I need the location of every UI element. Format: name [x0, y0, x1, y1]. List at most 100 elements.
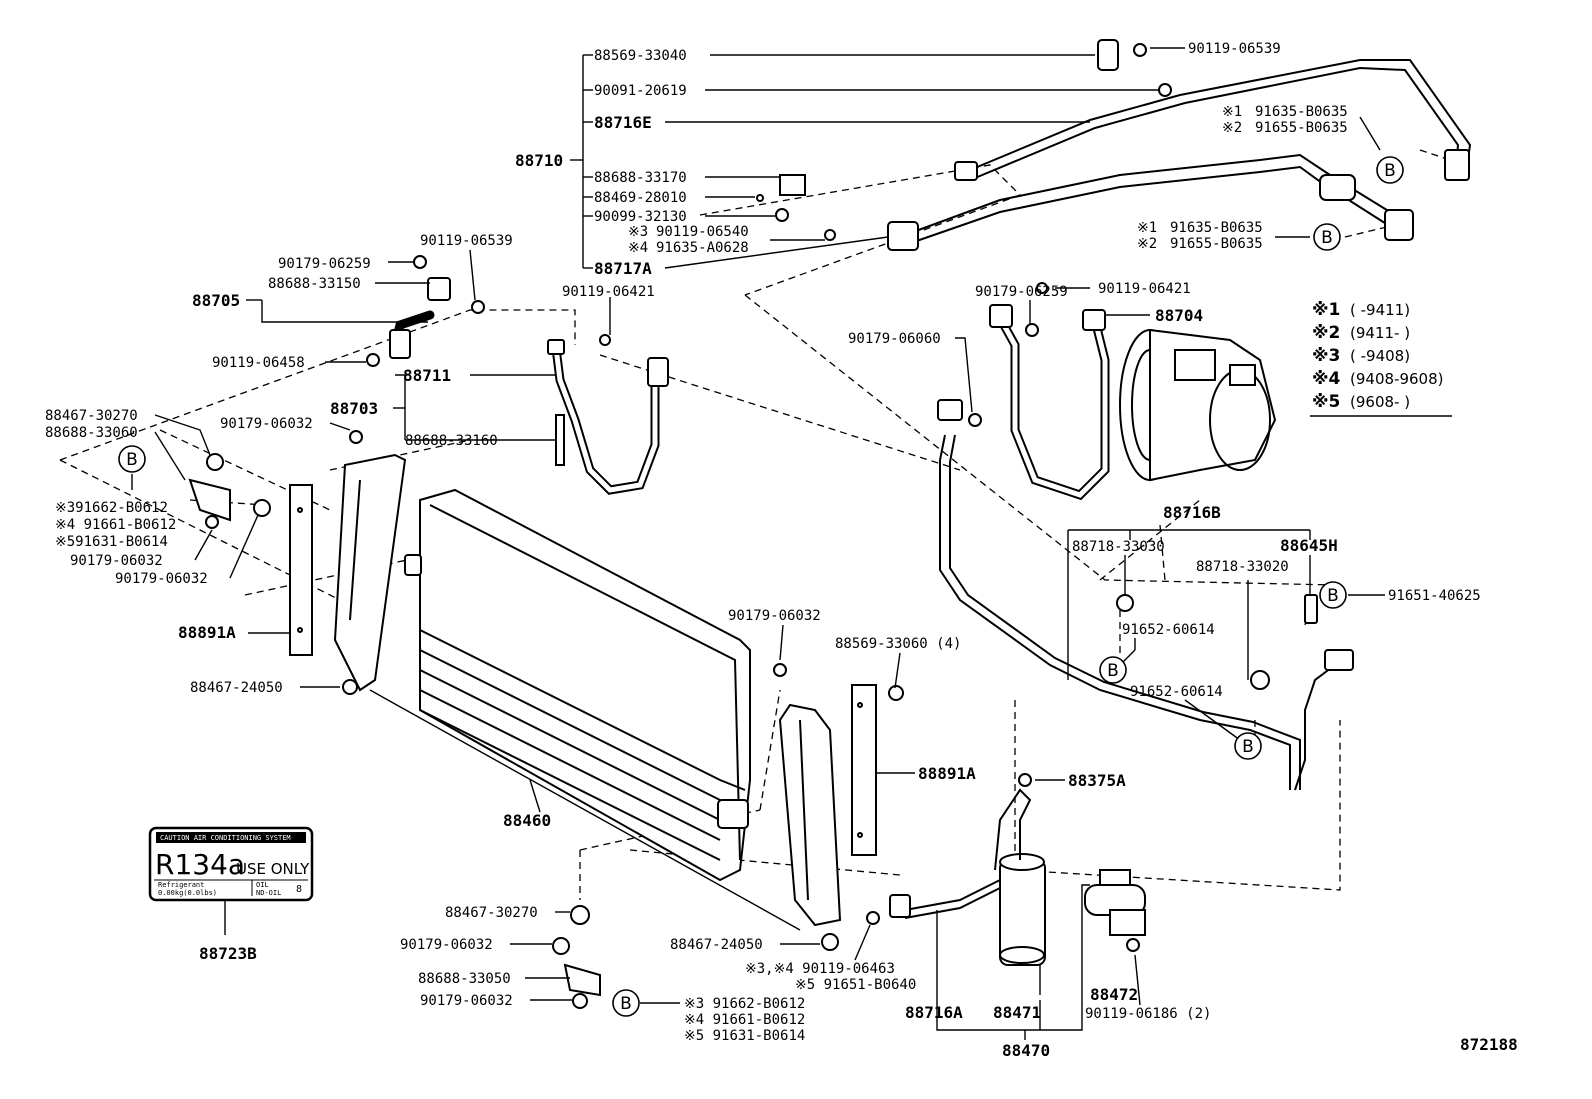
condenser — [404, 488, 751, 882]
callout-b-right: B — [1313, 223, 1341, 251]
label-88467-30270-bot: 88467-30270 — [445, 905, 538, 921]
legend-range-2: (9411- ) — [1350, 324, 1410, 342]
legend-range-1: ( -9411) — [1350, 301, 1410, 319]
left-bracket — [289, 453, 407, 692]
svg-text:B: B — [1384, 161, 1396, 181]
legend-mark-3: ※3 — [1312, 346, 1340, 366]
label-88471: 88471 — [993, 1003, 1041, 1022]
label-91651-40625: 91651-40625 — [1388, 588, 1481, 604]
label-88718-33020: 88718-33020 — [1196, 559, 1289, 575]
label-88705: 88705 — [192, 291, 240, 310]
right-bracket — [778, 684, 877, 927]
label-mark-1b: ※1 — [1137, 220, 1157, 236]
label-88688-33160: 88688-33160 — [405, 433, 498, 449]
label-88645H: 88645H — [1280, 536, 1338, 555]
label-90119-06540: 90119-06540 — [656, 224, 749, 240]
label-88688-33150: 88688-33150 — [268, 276, 361, 292]
label-90179-06032-c: 90179-06032 — [115, 571, 208, 587]
label-91631-B0614-bot: ※5 91631-B0614 — [684, 1028, 805, 1044]
label-91631-B0614-top: ※591631-B0614 — [55, 534, 168, 550]
label-90091-20619: 90091-20619 — [594, 83, 687, 99]
label-91655-B0635-b: 91655-B0635 — [1170, 236, 1263, 252]
label-mark-2b: ※2 — [1137, 236, 1157, 252]
bracket-88472 — [1084, 869, 1146, 936]
label-88569-33060: 88569-33060 (4) — [835, 636, 961, 652]
label-90179-06060: 90179-06060 — [848, 331, 941, 347]
label-88718-33030: 88718-33030 — [1072, 539, 1165, 555]
label-88469-28010: 88469-28010 — [594, 190, 687, 206]
label-88569-33040: 88569-33040 — [594, 48, 687, 64]
label-88472: 88472 — [1090, 985, 1138, 1004]
pipe-88705 — [389, 255, 451, 359]
label-88688-33170: 88688-33170 — [594, 170, 687, 186]
label-88723B: 88723B — [199, 944, 257, 963]
legend-mark-5: ※5 — [1312, 392, 1340, 412]
label-90119-06421-right: 90119-06421 — [1098, 281, 1191, 297]
leader-lines — [131, 47, 1385, 1040]
legend-mark-4: ※4 — [1312, 369, 1341, 389]
svg-text:B: B — [620, 994, 632, 1014]
svg-text:B: B — [126, 450, 138, 470]
legend-range-4: (9408-9608) — [1350, 370, 1443, 388]
callout-b-clamp-b: B — [1234, 732, 1262, 760]
sticker-line2: 0.00kg(0.0lbs) — [158, 889, 217, 897]
label-88703: 88703 — [330, 399, 378, 418]
label-88710: 88710 — [515, 151, 563, 170]
label-90179-06032-d: 90179-06032 — [728, 608, 821, 624]
label-90119-06539-left: 90119-06539 — [420, 233, 513, 249]
hoses-88704 — [989, 304, 1110, 501]
sticker-oil-type: ND-OIL — [256, 889, 281, 897]
label-mark-1a: ※1 — [1222, 104, 1242, 120]
label-91652-60614-b: 91652-60614 — [1130, 684, 1223, 700]
label-91662-B0612-top: ※391662-B0612 — [55, 500, 168, 516]
callout-b-left: B — [118, 445, 146, 473]
label-88467-24050-right: 88467-24050 — [670, 937, 763, 953]
label-90099-32130: 90099-32130 — [594, 209, 687, 225]
label-90119-06463: ※3,※4 90119-06463 — [745, 961, 895, 977]
svg-text:B: B — [1327, 586, 1339, 606]
receiver-88471 — [889, 788, 1046, 966]
diagram-id: 872188 — [1460, 1035, 1518, 1054]
label-91655-B0635-a: 91655-B0635 — [1255, 120, 1348, 136]
label-mark-4: ※4 — [628, 240, 648, 256]
pipe-88716E — [954, 59, 1472, 181]
label-91635-B0635-a: 91635-B0635 — [1255, 104, 1348, 120]
sticker-header: CAUTION AIR CONDITIONING SYSTEM — [160, 834, 291, 842]
label-88716B: 88716B — [1163, 503, 1221, 522]
label-mark-3: ※3 — [628, 224, 648, 240]
label-88716A: 88716A — [905, 1003, 963, 1022]
callout-markers: B B B B B B B — [118, 156, 1404, 1017]
label-88460: 88460 — [503, 811, 551, 830]
sticker-use-only: USE ONLY — [236, 860, 310, 878]
callout-b-top-right: B — [1376, 156, 1404, 184]
legend-range-5: (9608- ) — [1350, 393, 1410, 411]
callout-b-switch: B — [1319, 581, 1347, 609]
legend-mark-1: ※1 — [1312, 300, 1340, 320]
label-88891A-left: 88891A — [178, 623, 236, 642]
label-91661-B0612-bot: ※4 91661-B0612 — [684, 1012, 805, 1028]
label-90119-06539-top: 90119-06539 — [1188, 41, 1281, 57]
label-90179-06032-f: 90179-06032 — [420, 993, 513, 1009]
label-90119-06458: 90119-06458 — [212, 355, 305, 371]
legend-range-3: ( -9408) — [1350, 347, 1410, 365]
label-88688-33060: 88688-33060 — [45, 425, 138, 441]
label-91652-60614-a: 91652-60614 — [1122, 622, 1215, 638]
svg-text:B: B — [1242, 737, 1254, 757]
label-90179-06259-right: 90179-06259 — [975, 284, 1068, 300]
label-88467-24050-left: 88467-24050 — [190, 680, 283, 696]
label-90179-06032-e: 90179-06032 — [400, 937, 493, 953]
small-fasteners — [188, 39, 1318, 1009]
compressor — [1119, 328, 1277, 482]
sticker-oil-num: 8 — [296, 884, 302, 895]
label-88891A-right: 88891A — [918, 764, 976, 783]
label-91635-A0628: 91635-A0628 — [656, 240, 749, 256]
label-88716E: 88716E — [594, 113, 652, 132]
label-90119-06186: 90119-06186 (2) — [1085, 1006, 1211, 1022]
label-91651-B0640: ※5 91651-B0640 — [795, 977, 916, 993]
callout-b-clamp-a: B — [1099, 656, 1127, 684]
label-90119-06421-mid: 90119-06421 — [562, 284, 655, 300]
legend: ※1 ( -9411) ※2 (9411- ) ※3 ( -9408) ※4 (… — [1310, 300, 1452, 417]
label-91635-B0635-b: 91635-B0635 — [1170, 220, 1263, 236]
